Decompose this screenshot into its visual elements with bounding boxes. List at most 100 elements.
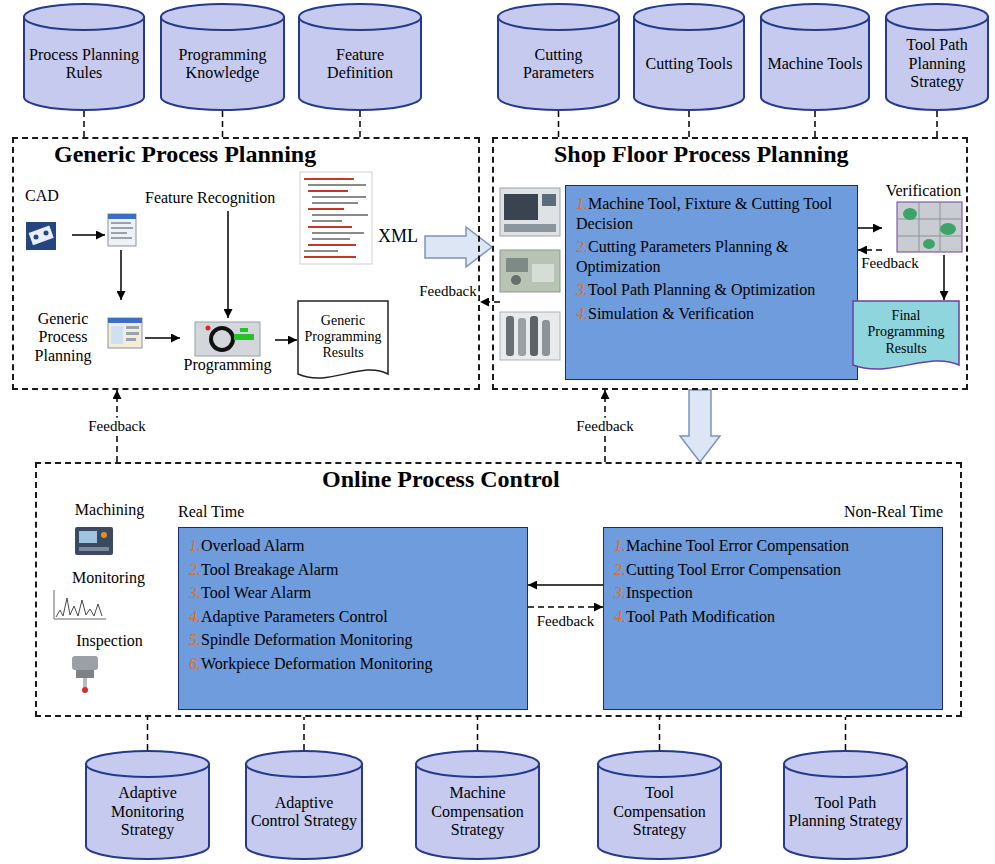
database-label: Tool Path Planning Strategy [889,36,985,91]
connector [528,584,603,586]
node-label: Feature Recognition [145,189,290,207]
database-cylinder: Process Planning Rules [23,3,145,111]
cnc-panel-icon-part [79,531,97,543]
cylinder-body [246,764,362,859]
edge-label: Feedback [417,283,478,300]
cad-icon-part [29,226,54,246]
step-number: 2. [614,561,626,578]
database-cylinder: Cutting Parameters [497,3,620,111]
process-planning-icon-part [111,326,123,344]
dashed-connector [528,606,603,608]
machine-tool-photo-part [500,188,560,236]
inspection-probe-icon-part [83,678,87,688]
programming-icon-part [234,334,254,340]
dashed-connector [83,111,85,137]
list-item: 3.Tool Path Planning & Optimization [576,280,847,300]
node-label: Verification [882,182,965,200]
document-body [853,301,959,369]
node-label: Programming [180,356,275,374]
feature-recognition-icon-part [111,227,133,229]
process-region: Online Process ControlMachiningMonitorin… [35,462,962,717]
cylinder-body [416,764,539,859]
cylinder-top [634,4,744,30]
fixture-photo-part [506,258,528,272]
list-item: 2.Tool Breakage Alarm [189,560,517,580]
list-item: 1.Overload Alarm [189,536,517,556]
list-item: 5.Spindle Deformation Monitoring [189,630,517,650]
fixture-photo-part [532,264,554,282]
icon-label-node: Verification [882,180,965,255]
dashed-connector [845,717,847,750]
database-cylinder: Machine Tools [760,3,870,111]
cylinder-top [416,751,539,777]
xml-document-image-part [308,244,356,246]
cutting-tools-photo [500,312,560,360]
cylinder-top [598,751,721,777]
region-title: Shop Floor Process Planning [554,141,966,169]
machine-tool-photo [500,188,560,236]
machine-tool-photo-part [504,194,538,220]
process-planning-icon-part [108,318,142,323]
dashed-connector [359,111,361,137]
step-text: Spindle Deformation Monitoring [201,631,413,648]
step-number: 6. [189,655,201,672]
xml-document-image-part [308,226,352,228]
feature-recognition-icon-part [108,214,136,219]
list-box: 1.Overload Alarm2.Tool Breakage Alarm3.T… [178,527,528,710]
database-cylinder: Adaptive Control Strategy [245,750,363,860]
list-item: 2.Cutting Tool Error Compensation [614,560,932,580]
verification-image-part [897,202,962,252]
step-number: 1. [189,537,201,554]
dashed-connector [814,111,816,137]
list-item: 6.Workpiece Deformation Monitoring [189,654,517,674]
monitoring-chart-icon-part [56,598,102,617]
step-number: 3. [614,584,626,601]
feature-recognition-icon-part [111,232,127,234]
block-arrow [425,227,492,267]
node-label: Inspection [62,632,157,650]
icon-label-node: Feature Recognition [105,185,290,250]
cutting-tools-photo-part [530,316,538,356]
dashed-connector [936,111,938,137]
inspection-probe-icon-part [82,687,88,693]
xml-document-image-part [312,202,358,204]
step-text: Machine Tool Error Compensation [626,537,849,554]
inspection-probe-icon-part [72,656,98,670]
database-label: Programming Knowledge [164,46,281,83]
list-box: 1.Machine Tool, Fixture & Cutting Tool D… [565,185,858,380]
icon-label-node: Generic Process Planning [25,300,145,376]
document-shape: Generic Programming Results [297,300,389,384]
list-item: 1.Machine Tool, Fixture & Cutting Tool D… [576,194,847,233]
database-label: Cutting Parameters [501,46,616,83]
document-label: Final Programming Results [856,308,956,356]
cnc-panel-icon-part [101,532,107,538]
cad-icon-part [34,235,39,240]
database-cylinder: Machine Compensation Strategy [415,750,540,860]
connector [227,211,229,318]
xml-document-image-part [312,196,366,198]
process-planning-icon-part [108,318,142,348]
icon-label-node: XML [298,170,418,270]
process-planning-icon [108,318,142,348]
step-number: 2. [576,238,588,255]
xml-document-image [300,172,372,264]
cutting-tools-photo-part [518,318,526,356]
step-text: Tool Breakage Alarm [201,561,339,578]
xml-document-image-part [312,238,350,240]
cylinder-body [598,764,721,859]
connector [145,337,180,339]
dashed-connector [303,717,305,750]
step-number: 1. [576,195,588,212]
node-label: CAD [25,187,72,205]
region-title: Online Process Control [322,466,960,494]
region-title: Generic Process Planning [54,141,478,169]
fixture-photo [500,250,560,292]
edge-label: Feedback [574,418,635,435]
database-label: Machine Compensation Strategy [419,784,536,839]
cylinder-top [246,751,362,777]
monitoring-chart-icon-part [54,590,106,619]
icon-label-node: Inspection [62,630,157,695]
step-number: 4. [189,608,201,625]
cylinder-body [784,764,907,859]
